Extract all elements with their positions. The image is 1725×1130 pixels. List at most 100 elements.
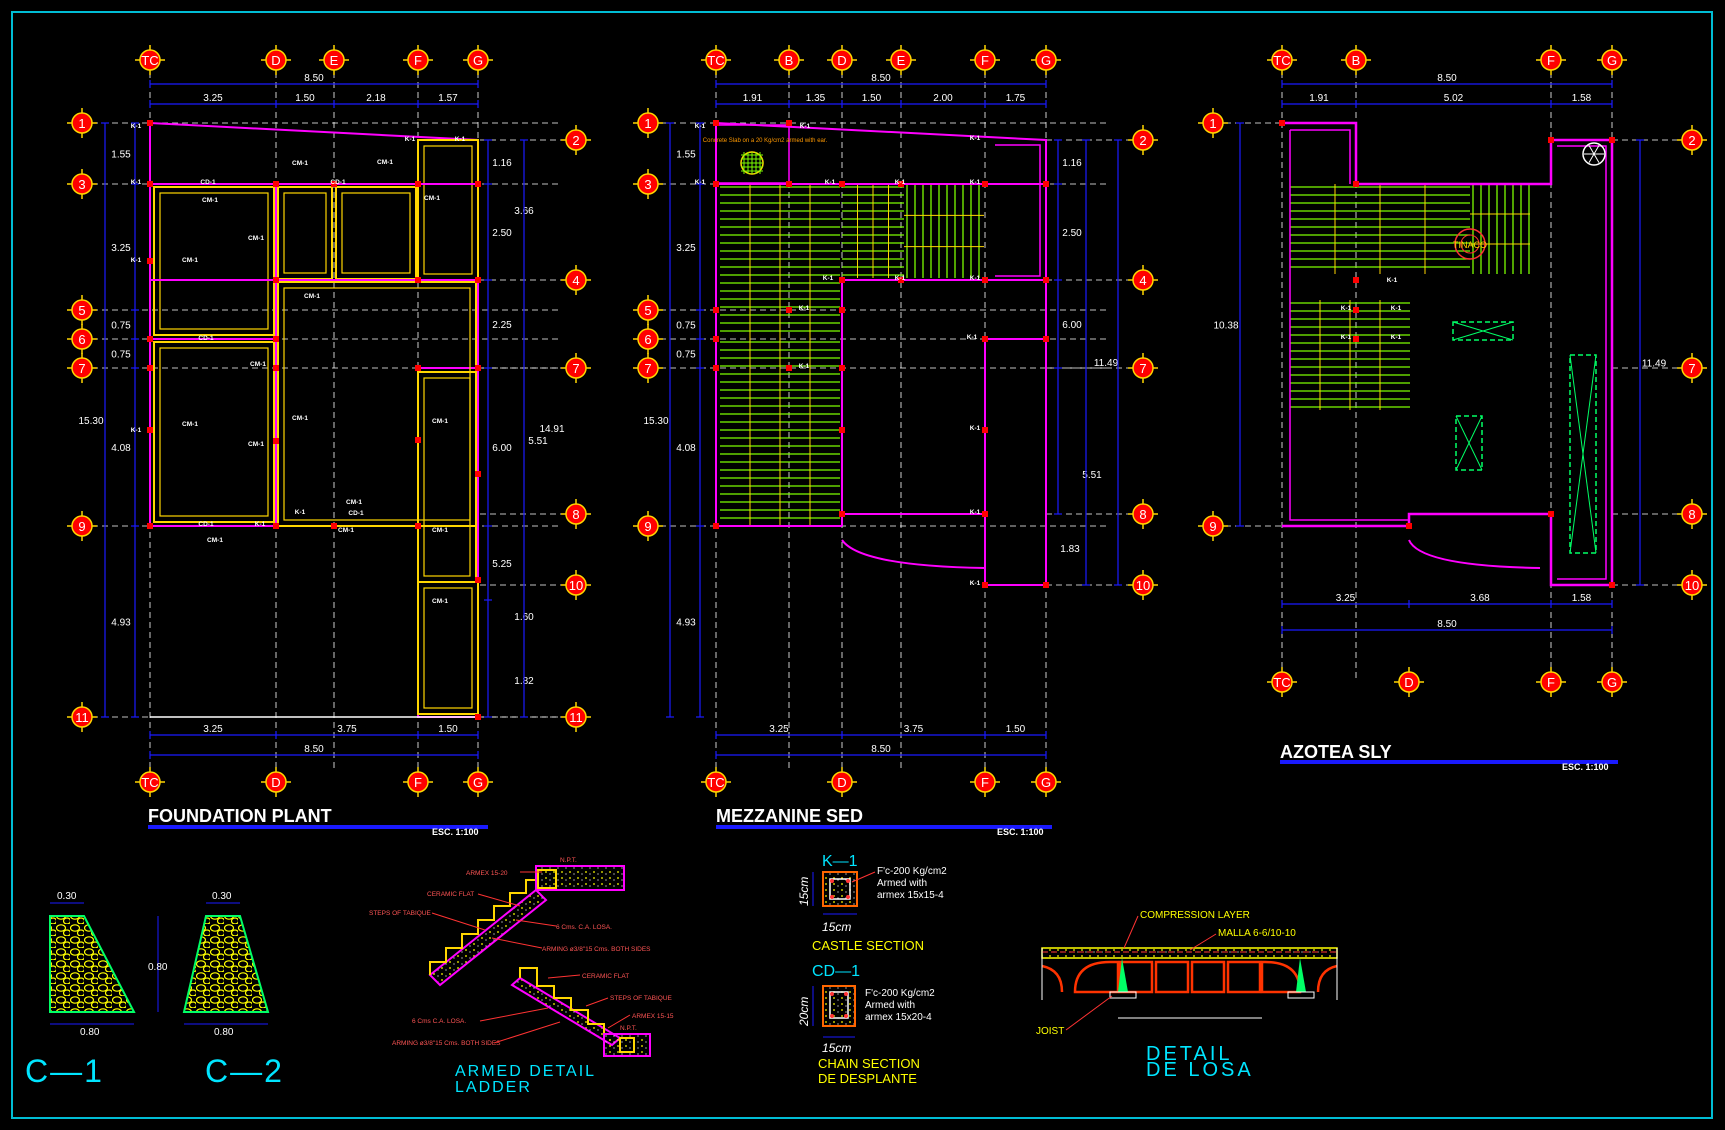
grid-bubble-bottom: TC [135, 767, 165, 797]
column [713, 120, 719, 126]
castle-rebar [846, 895, 850, 899]
bubble-circle [637, 328, 659, 350]
grid-bubble-right: 10 [1128, 570, 1158, 600]
vent-fan-blade [1593, 145, 1600, 155]
bubble-label: 5 [644, 303, 651, 318]
losa-title2: DE LOSA [1146, 1059, 1254, 1081]
column [1279, 120, 1285, 126]
bubble-label: 7 [78, 361, 85, 376]
door-swing [1408, 539, 1541, 569]
column [475, 277, 481, 283]
bubble-label: G [1607, 675, 1617, 690]
footing-inner [159, 192, 269, 330]
foundation-wall [149, 122, 479, 718]
bottom-dim-value: 3.25 [769, 724, 789, 735]
left-dim-value: 0.75 [676, 321, 696, 332]
element-tag: K-1 [825, 179, 836, 186]
element-tag: K-1 [695, 123, 706, 130]
column [415, 365, 421, 371]
bubble-label: D [1404, 675, 1413, 690]
door-swing [841, 539, 986, 569]
losa-vault [1073, 960, 1120, 994]
footing-c1-top: 0.30 [57, 891, 77, 902]
footing-inner [423, 587, 473, 709]
chain-caption1: CHAIN SECTION [818, 1056, 920, 1071]
left-dim-value: 3.25 [111, 243, 131, 254]
top-dim-value: 1.35 [806, 93, 826, 104]
footing-c1-height: 0.80 [148, 962, 168, 973]
bubble-circle [323, 49, 345, 71]
joist-field [904, 184, 984, 278]
bubble-circle [565, 706, 587, 728]
losa-block [1190, 960, 1226, 994]
bubble-label: 7 [644, 361, 651, 376]
bubble-circle [1345, 49, 1367, 71]
left-dim-value: 0.75 [111, 321, 131, 332]
right-dim-value: 11.49 [1094, 358, 1119, 369]
bottom-total-dim-value: 8.50 [871, 744, 891, 755]
footing-c1-body [49, 915, 136, 1013]
losa-blocks [1041, 960, 1338, 994]
footing-outline [417, 371, 477, 583]
column [1609, 137, 1615, 143]
castle-rebar [830, 895, 834, 899]
vent-fan-blade [1588, 145, 1595, 155]
ladder-note: ARMING ø3/8"15 Cms. BOTH SIDES [392, 1040, 501, 1047]
castle-caption: CASTLE SECTION [812, 938, 924, 953]
top-dim-value: 1.91 [1309, 93, 1329, 104]
right-dim-value: 5.25 [492, 559, 512, 570]
bottom-dim-value: 1.50 [438, 724, 458, 735]
grid-bubble-top: F [1536, 45, 1566, 75]
bubble-label: F [414, 53, 422, 68]
water-tank [1454, 228, 1486, 260]
column [713, 181, 719, 187]
column [273, 438, 279, 444]
column [713, 336, 719, 342]
grid-bubble-bottom: D [827, 767, 857, 797]
ladder-upper-steps [429, 879, 536, 975]
element-tag: CM-1 [432, 598, 448, 605]
bubble-circle [565, 574, 587, 596]
grid-bubble-bottom: D [1394, 667, 1424, 697]
column [475, 471, 481, 477]
ladder-lower-landing [603, 1033, 651, 1057]
losa-block [1154, 960, 1190, 994]
bubble-label: 1 [78, 116, 85, 131]
bubble-circle [1035, 49, 1057, 71]
ladder-notes: ARMEX 15-20 CERAMIC FLAT STEPS OF TABIQU… [369, 857, 674, 1047]
ladder-note: 6 Cms. C.A. LOSA. [556, 924, 612, 931]
element-tag: K-1 [1387, 277, 1398, 284]
ladder-leader [431, 912, 486, 931]
element-tag: K-1 [799, 305, 810, 312]
bottom-total-dim-value: 8.50 [1437, 619, 1457, 630]
footing-c2: 0.30 0.80 C—2 [182, 891, 282, 1089]
left-dim-value: 4.93 [676, 618, 696, 629]
column [713, 523, 719, 529]
grid-bubble-left: 1 [67, 108, 97, 138]
column [273, 277, 279, 283]
right-dim-value: 5.51 [1082, 470, 1102, 481]
joist-field [1470, 184, 1530, 274]
losa-block [1226, 960, 1262, 994]
column [786, 365, 792, 371]
column [839, 277, 845, 283]
azotea-parapet-inner [1289, 130, 1409, 521]
element-tag: K-1 [970, 275, 981, 282]
ladder-leader [607, 1014, 631, 1029]
ladder-note: STEPS OF TABIQUE [369, 910, 432, 917]
ladder-note: STEPS OF TABIQUE [610, 995, 673, 1002]
ladder-leader [585, 997, 609, 1007]
losa-leader [1065, 995, 1113, 1031]
mezzanine-scale: ESC. 1:100 [997, 827, 1044, 837]
column [713, 307, 719, 313]
losa-vault [1041, 964, 1064, 993]
grid-bubble-left: 3 [67, 169, 97, 199]
element-tag: K-1 [800, 123, 811, 130]
joist-field [720, 184, 840, 339]
element-tag: CM-1 [377, 159, 393, 166]
bubble-circle [1681, 503, 1703, 525]
grid-bubble-top: D [261, 45, 291, 75]
bubble-label: G [1607, 53, 1617, 68]
bubble-label: 3 [644, 177, 651, 192]
footing-inner [423, 377, 471, 577]
